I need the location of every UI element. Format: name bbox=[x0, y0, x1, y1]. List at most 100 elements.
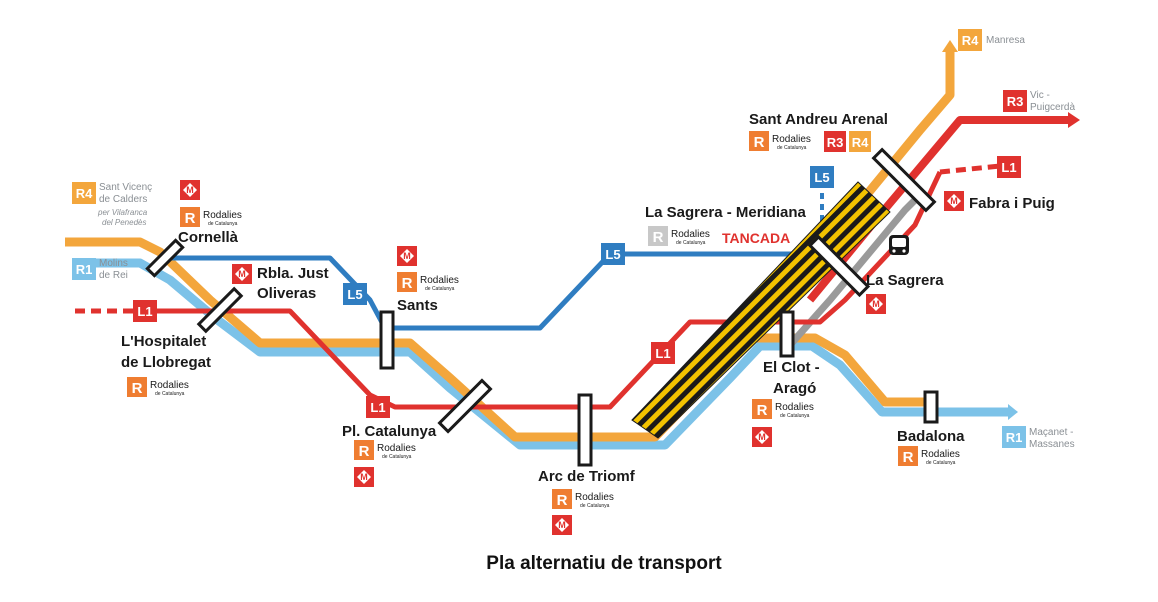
svg-text:R: R bbox=[754, 134, 765, 151]
station-sagrera-meridiana: La Sagrera - Meridiana bbox=[645, 204, 807, 221]
station-badalona: Badalona bbox=[897, 428, 965, 445]
svg-text:M: M bbox=[872, 299, 880, 309]
badge-r3-sant-andreu-label: R3 bbox=[827, 135, 844, 150]
badge-l5-mid bbox=[601, 243, 625, 265]
r4-line bbox=[65, 237, 930, 442]
metro-icon-arc-triomf: M bbox=[552, 515, 572, 535]
station-el-clot-2: Aragó bbox=[773, 380, 816, 397]
station-rbla-just-2: Oliveras bbox=[257, 285, 316, 302]
station-sant-andreu: Sant Andreu Arenal bbox=[749, 111, 888, 128]
badge-l1-east-label: L1 bbox=[1001, 160, 1016, 175]
svg-text:M: M bbox=[360, 472, 368, 482]
terminus-r1-east-2: Massanes bbox=[1029, 439, 1075, 450]
r3-arrow-east bbox=[1068, 112, 1080, 128]
svg-text:de Catalunya: de Catalunya bbox=[926, 460, 956, 466]
badge-r4-west bbox=[72, 182, 96, 204]
badge-l5-sants-label: L5 bbox=[347, 287, 362, 302]
terminus-r4-west-1: Sant Vicenç bbox=[99, 182, 152, 193]
svg-text:R: R bbox=[402, 275, 413, 292]
svg-text:Rodalies: Rodalies bbox=[775, 402, 814, 413]
svg-text:de Catalunya: de Catalunya bbox=[580, 503, 610, 509]
metro-icon-cornella: M bbox=[180, 180, 200, 200]
svg-text:de Catalunya: de Catalunya bbox=[382, 454, 412, 460]
svg-text:Rodalies: Rodalies bbox=[772, 134, 811, 145]
l1-line bbox=[125, 170, 943, 410]
terminus-r4-west-3: per Vilafranca bbox=[97, 208, 148, 217]
svg-text:Rodalies: Rodalies bbox=[671, 229, 710, 240]
badge-r4-north bbox=[958, 29, 982, 51]
tick-el-clot bbox=[779, 310, 795, 358]
r4-arrow-north bbox=[942, 40, 958, 52]
station-sants: Sants bbox=[397, 297, 438, 314]
svg-text:de Catalunya: de Catalunya bbox=[780, 413, 810, 419]
metro-icon-sants: M bbox=[397, 246, 417, 266]
svg-text:Rodalies: Rodalies bbox=[420, 275, 459, 286]
badge-l1-mid-label: L1 bbox=[655, 346, 670, 361]
badge-r1-east bbox=[1002, 426, 1026, 448]
tick-cornella bbox=[145, 238, 185, 278]
tick-pl-catalunya bbox=[437, 378, 493, 434]
svg-text:M: M bbox=[238, 269, 246, 279]
tick-rbla-just bbox=[196, 286, 244, 334]
svg-text:de Catalunya: de Catalunya bbox=[676, 240, 706, 246]
station-hospitalet-1: L'Hospitalet bbox=[121, 333, 206, 350]
tick-la-sagrera bbox=[807, 234, 871, 298]
station-arc-triomf: Arc de Triomf bbox=[538, 468, 636, 485]
badge-l5-mid-label: L5 bbox=[605, 247, 620, 262]
terminus-r1-east-1: Maçanet - bbox=[1029, 427, 1073, 438]
station-la-sagrera: La Sagrera bbox=[866, 272, 944, 289]
metro-icon-el-clot: M bbox=[752, 427, 772, 447]
badge-l5-top bbox=[810, 166, 834, 188]
badge-r1-east-label: R1 bbox=[1006, 430, 1023, 445]
badge-r4-sant-andreu bbox=[849, 131, 871, 152]
badge-r1-west bbox=[72, 258, 96, 280]
svg-text:R: R bbox=[359, 443, 370, 460]
badge-r1-west-label: R1 bbox=[76, 262, 93, 277]
svg-text:R: R bbox=[757, 402, 768, 419]
station-el-clot-1: El Clot - bbox=[763, 359, 820, 376]
svg-text:R: R bbox=[132, 380, 143, 397]
l1-east-dash bbox=[939, 163, 1001, 175]
map-caption: Pla alternatiu de transport bbox=[486, 553, 722, 574]
badge-r4-north-label: R4 bbox=[962, 33, 979, 48]
station-fabra-puig: Fabra i Puig bbox=[969, 195, 1055, 212]
terminus-r4-west-2: de Calders bbox=[99, 194, 147, 205]
badge-l1-west bbox=[133, 300, 157, 322]
terminus-r1-west-1: Molins bbox=[99, 258, 128, 269]
svg-text:de Catalunya: de Catalunya bbox=[425, 286, 455, 292]
station-sagrera-meridiana-status: TANCADA bbox=[722, 230, 790, 246]
terminus-r3-north-1: Vic - bbox=[1030, 90, 1050, 101]
terminus-r4-north: Manresa bbox=[986, 35, 1025, 46]
svg-text:R: R bbox=[557, 492, 568, 509]
r1-line bbox=[72, 258, 1010, 450]
metro-icon-fabra-puig: M bbox=[944, 191, 964, 211]
badge-r3-north-label: R3 bbox=[1007, 94, 1024, 109]
terminus-r1-west-2: de Rei bbox=[99, 270, 128, 281]
station-hospitalet-2: de Llobregat bbox=[121, 354, 211, 371]
svg-text:Rodalies: Rodalies bbox=[921, 449, 960, 460]
svg-text:R: R bbox=[653, 229, 664, 246]
station-rbla-just-1: Rbla. Just bbox=[257, 265, 329, 282]
tick-arc-triomf bbox=[577, 393, 593, 467]
badge-l1-plcat bbox=[366, 396, 390, 418]
badge-r3-sant-andreu bbox=[824, 131, 846, 152]
badge-r4-west-label: R4 bbox=[76, 186, 93, 201]
svg-text:Rodalies: Rodalies bbox=[377, 443, 416, 454]
badge-l1-west-label: L1 bbox=[137, 304, 152, 319]
bus-icon bbox=[889, 235, 909, 255]
svg-text:M: M bbox=[758, 432, 766, 442]
r1-arrow-east bbox=[1008, 404, 1018, 420]
badge-r4-sant-andreu-label: R4 bbox=[852, 135, 869, 150]
svg-text:M: M bbox=[558, 520, 566, 530]
